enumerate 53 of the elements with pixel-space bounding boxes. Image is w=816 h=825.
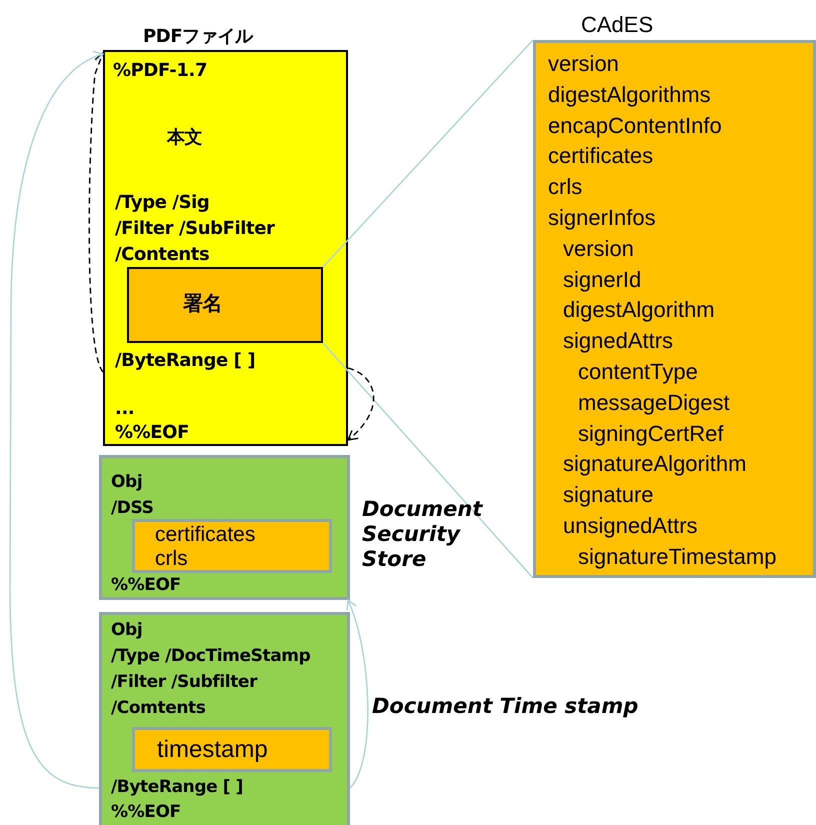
- code-line: ...: [115, 398, 134, 420]
- signature-box: [127, 267, 323, 343]
- field-name: crls: [548, 174, 582, 201]
- code-line: /Filter /Subfilter: [111, 672, 258, 692]
- field-name: digestAlgorithms: [548, 82, 711, 108]
- timestamp-object-box: [99, 612, 350, 825]
- node-caption: Document Time stamp: [372, 694, 640, 720]
- field-name: timestamp: [157, 736, 268, 765]
- code-line: %%EOF: [111, 802, 181, 822]
- code-line: /ByteRange [ ]: [115, 350, 256, 372]
- code-line: %%EOF: [111, 575, 181, 596]
- connector-line: [322, 342, 534, 578]
- code-line: /Type /Sig: [115, 192, 210, 214]
- field-name: signerId: [563, 266, 642, 293]
- code-line: /Comtents: [111, 698, 206, 718]
- code-line: /Filter /SubFilter: [115, 218, 275, 240]
- arrow: [9, 52, 104, 789]
- field-name: signatureAlgorithm: [563, 451, 746, 478]
- field-name: signedAttrs: [563, 328, 674, 355]
- node-caption: Document Security Store: [362, 497, 484, 573]
- field-name: version: [563, 236, 634, 262]
- signature-label: 署名: [183, 291, 222, 315]
- field-name: signature: [563, 482, 654, 509]
- connector-line: [322, 40, 534, 268]
- field-name: version: [548, 51, 619, 78]
- code-line: /DSS: [111, 498, 154, 518]
- field-name: messageDigest: [578, 390, 730, 416]
- arrow: [347, 367, 374, 441]
- field-name: encapContentInfo: [548, 112, 722, 139]
- field-name: certificates: [155, 522, 256, 548]
- timestamp-box: [132, 727, 332, 772]
- dss-object-box: [99, 455, 350, 600]
- structure-heading: CAdES: [581, 12, 654, 38]
- field-name: signatureTimestamp: [578, 544, 776, 570]
- code-line: /ByteRange [ ]: [111, 777, 244, 798]
- arrow: [346, 599, 368, 788]
- field-name: certificates: [548, 143, 654, 170]
- code-line: Obj: [111, 620, 142, 640]
- code-line: %%EOF: [115, 422, 189, 444]
- file-heading: PDFファイル: [143, 26, 253, 48]
- field-name: signingCertRef: [578, 420, 724, 447]
- field-name: contentType: [578, 359, 698, 386]
- field-name: unsignedAttrs: [563, 513, 698, 540]
- field-name: signerInfos: [548, 205, 656, 232]
- arrow: [88, 52, 106, 372]
- code-line: /Type /DocTimeStamp: [111, 646, 310, 666]
- code-line: 本文: [167, 127, 202, 149]
- field-name: digestAlgorithm: [563, 297, 715, 324]
- code-line: %PDF-1.7: [113, 60, 208, 82]
- code-line: /Contents: [115, 244, 210, 266]
- certificate-box: [132, 519, 332, 573]
- field-name: crls: [155, 546, 188, 572]
- code-line: Obj: [111, 472, 142, 492]
